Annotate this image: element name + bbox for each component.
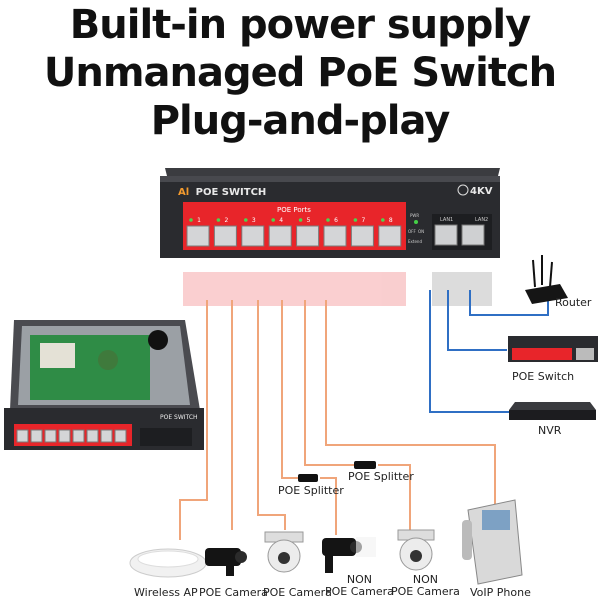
voip-phone-label: VoIP Phone — [470, 586, 531, 599]
splitter-2-icon — [354, 461, 376, 469]
poe-port-8 — [378, 225, 402, 247]
poe-ports-title: POE Ports — [277, 206, 311, 214]
wireless-ap-icon — [129, 548, 207, 578]
headline-line-1: Built-in power supply — [69, 2, 531, 48]
port-led-6 — [326, 218, 330, 222]
brand-logo: Al — [178, 187, 189, 198]
port-number-1: 1 — [197, 217, 201, 224]
open-switch-brand: POE SWITCH — [160, 414, 198, 421]
small-poe-switch-icon — [508, 336, 598, 362]
port-number-3: 3 — [252, 217, 256, 224]
router-icon — [525, 255, 568, 304]
open-switch-port-7 — [100, 429, 113, 443]
port-number-4: 4 — [279, 217, 283, 224]
port-number-7: 7 — [361, 217, 365, 224]
non-poe-camera-1-label: NON POE Camera — [325, 573, 394, 598]
poe-port-group: 1 2 3 4 5 6 7 8 — [186, 217, 402, 247]
port-led-4 — [271, 218, 276, 222]
cable-non-poe-cam-2 — [378, 464, 411, 530]
lan1-port — [434, 224, 458, 246]
poe-port-7 — [350, 225, 374, 247]
open-switch-ports — [16, 429, 127, 443]
nvr-icon — [509, 402, 596, 420]
poe-camera-2-label: POE Camera — [263, 586, 332, 599]
poe-camera-1-label: POE Camera — [199, 586, 268, 599]
open-switch-port-1 — [16, 429, 29, 443]
nvr-label: NVR — [538, 424, 562, 437]
switch-reflection — [183, 272, 492, 306]
wireless-ap-label: Wireless AP — [134, 586, 198, 599]
splitter-1-icon — [298, 474, 318, 482]
port-led-2 — [216, 218, 221, 222]
power-led — [414, 220, 418, 224]
port-number-8: 8 — [389, 217, 393, 224]
open-switch-port-3 — [44, 429, 57, 443]
splitter-2-label: POE Splitter — [348, 470, 414, 483]
poe-camera-2-icon — [264, 531, 304, 573]
cable-lines — [179, 290, 549, 540]
lan1-label: LAN1 — [440, 217, 453, 223]
cable-non-poe-cam-1 — [320, 477, 337, 535]
port-led-1 — [189, 218, 193, 222]
open-switch-port-6 — [86, 429, 99, 443]
lan2-label: LAN2 — [475, 217, 488, 223]
cable-voip-phone — [325, 300, 496, 505]
headline-line-3: Plug-and-play — [150, 98, 451, 144]
on-label: ON — [418, 229, 424, 234]
svg-text:Al POE SWITCH: Al POE SWITCH — [178, 187, 266, 198]
cable-router — [469, 290, 549, 316]
cable-wireless-ap — [179, 300, 208, 540]
cable-splitter-2 — [304, 300, 355, 466]
off-label: OFF — [408, 229, 416, 234]
non-poe-camera-2-label: NON POE Camera — [391, 573, 460, 598]
surge-rating-text: 4KV — [470, 186, 493, 197]
cable-poe-switch — [447, 290, 507, 351]
headline-line-2: Unmanaged PoE Switch — [43, 50, 557, 96]
open-switch-chassis: POE SWITCH — [4, 320, 204, 450]
extend-label: Extend — [408, 239, 422, 244]
router-label: Router — [555, 296, 592, 309]
port-number-6: 6 — [334, 217, 338, 224]
pwr-label: PWR — [410, 213, 419, 218]
lightning-icon — [457, 184, 469, 196]
open-switch-port-4 — [58, 429, 71, 443]
cable-poe-camera-2 — [257, 300, 286, 530]
non-poe-camera-1-icon — [322, 537, 376, 573]
lan2-port — [461, 224, 485, 246]
port-led-8 — [381, 218, 385, 222]
poe-port-1 — [186, 225, 210, 247]
cable-nvr — [429, 290, 512, 413]
poe-port-2 — [213, 225, 237, 247]
poe-switch-label: POE Switch — [512, 370, 575, 383]
port-led-3 — [244, 218, 248, 222]
switch-brand-text: POE SWITCH — [196, 187, 267, 198]
poe-port-5 — [296, 225, 320, 247]
poe-port-6 — [323, 225, 347, 247]
non-poe-camera-2-icon — [397, 529, 435, 571]
port-number-5: 5 — [307, 217, 311, 224]
cable-splitter-1 — [281, 300, 300, 479]
poe-port-3 — [241, 225, 265, 247]
poe-port-4 — [268, 225, 292, 247]
open-switch-port-5 — [72, 429, 85, 443]
splitter-1-label: POE Splitter — [278, 484, 344, 497]
poe-camera-1-icon — [205, 548, 247, 576]
port-led-5 — [298, 218, 303, 222]
port-led-7 — [353, 218, 358, 222]
open-switch-port-8 — [114, 429, 127, 443]
port-number-2: 2 — [224, 217, 228, 224]
voip-phone-icon — [462, 499, 523, 585]
main-poe-switch: Al POE SWITCH 4KV POE Ports 1 2 3 4 5 6 7 8 LAN… — [160, 168, 500, 258]
open-switch-port-2 — [30, 429, 43, 443]
